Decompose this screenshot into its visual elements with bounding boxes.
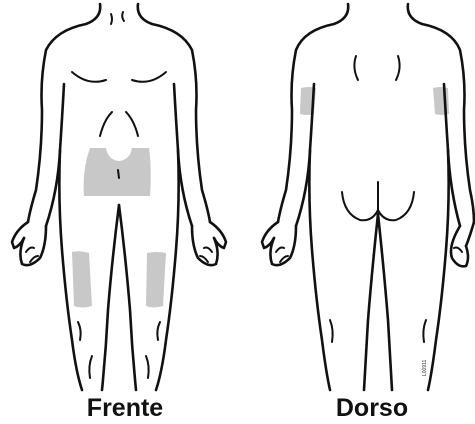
back-figure: L00911 xyxy=(262,4,474,390)
injection-site-abdomen xyxy=(84,148,151,196)
front-label: Frente xyxy=(45,392,205,424)
back-label: Dorso xyxy=(292,392,452,424)
injection-site-left-thigh xyxy=(146,252,166,308)
figure-code: L00911 xyxy=(422,359,428,376)
injection-site-right-thigh xyxy=(72,251,92,307)
front-figure xyxy=(12,4,226,390)
